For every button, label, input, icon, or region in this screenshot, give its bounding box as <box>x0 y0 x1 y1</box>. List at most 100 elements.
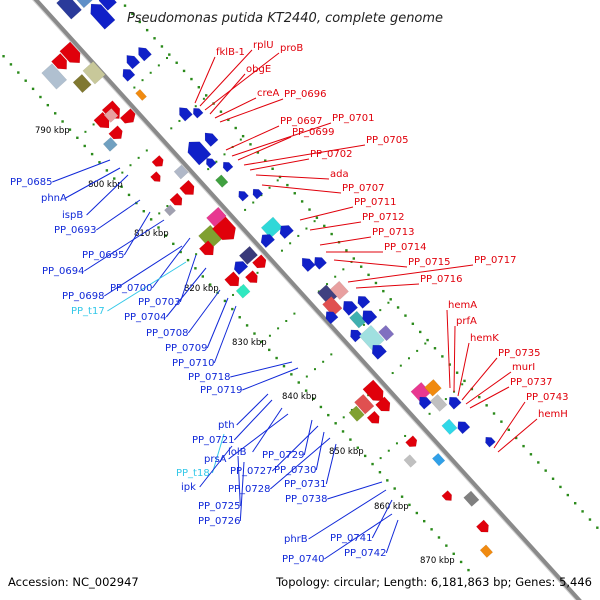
guide-dot <box>208 283 212 286</box>
tick-dot <box>330 353 333 356</box>
gene-block <box>164 204 176 217</box>
tick-dot <box>395 442 398 445</box>
tick-label: 870 kbp <box>420 556 455 566</box>
tick-dot <box>244 208 247 211</box>
tick-dot <box>166 205 169 208</box>
forward-gene-label: rplU <box>253 40 274 51</box>
forward-gene-label: PP_0743 <box>526 392 569 403</box>
reverse-gene-arrow <box>279 225 294 240</box>
forward-gene-label: PP_0712 <box>362 212 405 223</box>
gene-block <box>135 88 147 101</box>
tick-dot <box>207 168 210 171</box>
tick-dot <box>92 123 95 126</box>
guide-dot <box>389 298 392 301</box>
tick-dot <box>137 156 140 159</box>
reverse-gene-arrow <box>457 421 471 435</box>
forward-gene-arrow <box>179 179 195 195</box>
guide-dot <box>142 210 145 213</box>
reverse-gene-arrow <box>325 311 339 325</box>
forward-leader-line <box>465 371 512 405</box>
tick-label: 830 kbp <box>232 338 267 348</box>
guide-dot <box>492 412 496 415</box>
guide-dot <box>186 258 190 262</box>
reverse-leader-line <box>107 261 187 312</box>
guide-dot <box>245 324 249 327</box>
reverse-gene-arrow <box>179 107 193 122</box>
gene-block <box>348 405 365 422</box>
guide-dot <box>153 37 156 40</box>
forward-gene-arrow <box>198 240 214 256</box>
reverse-leader-line <box>230 361 293 378</box>
reverse-leader-line <box>385 519 399 554</box>
reverse-gene-label: PP_0741 <box>330 533 373 544</box>
reverse-gene-arrow <box>193 107 204 119</box>
reverse-gene-arrow <box>187 141 212 166</box>
guide-dot <box>46 103 50 107</box>
forward-leader-line <box>194 56 216 104</box>
tick-dot <box>129 164 132 167</box>
tick-dot <box>289 242 292 245</box>
forward-leader-line <box>333 259 408 268</box>
reverse-leader-line <box>52 159 111 183</box>
forward-gene-arrow <box>441 490 452 501</box>
reverse-gene-label: phnA <box>41 193 67 204</box>
guide-dot <box>190 77 193 81</box>
reverse-gene-label: PP_0730 <box>274 465 317 476</box>
tick-dot <box>276 179 279 182</box>
reverse-gene-label: PP_0698 <box>62 291 105 302</box>
guide-dot <box>54 112 57 115</box>
guide-dot <box>172 242 175 246</box>
guide-dot <box>359 265 363 268</box>
guide-dot <box>356 446 359 449</box>
forward-gene-label: creA <box>257 88 280 99</box>
gene-block <box>102 137 118 152</box>
forward-gene-label: PP_0735 <box>498 348 541 359</box>
reverse-gene-label: PP_0729 <box>262 450 305 461</box>
reverse-leader-line <box>239 461 245 522</box>
reverse-leader-line <box>242 367 299 391</box>
guide-dot <box>227 118 230 122</box>
gene-block <box>479 544 494 558</box>
map-title: Pseudomonas putida KT2440, complete geno… <box>127 11 443 26</box>
gene-block <box>424 379 442 397</box>
tick-dot <box>387 301 390 304</box>
guide-dot <box>127 193 131 197</box>
guide-dot <box>485 404 488 407</box>
guide-dot <box>378 471 382 474</box>
guide-dot <box>559 485 562 489</box>
reverse-gene-arrow <box>126 55 141 70</box>
guide-dot <box>297 381 300 384</box>
tick-dot <box>141 79 144 82</box>
genome-backbone-layer <box>32 0 582 600</box>
tick-dot <box>223 153 226 156</box>
guide-dot <box>76 136 79 139</box>
guide-dot <box>400 495 404 498</box>
gene-block <box>76 0 93 9</box>
forward-leader-line <box>457 342 470 397</box>
tick-dot <box>157 64 160 67</box>
tick-label: 850 kbp <box>329 447 364 457</box>
forward-gene-arrow <box>252 254 267 269</box>
reverse-gene-label: PP_0742 <box>344 548 387 559</box>
guide-dot <box>300 200 304 203</box>
reverse-leader-line <box>327 481 383 500</box>
reverse-gene-arrow <box>122 69 136 82</box>
guide-dot <box>234 126 237 130</box>
forward-gene-arrow <box>51 53 67 70</box>
tick-dot <box>407 357 410 360</box>
reverse-gene-arrow <box>90 3 116 30</box>
guide-dot <box>423 519 426 523</box>
tick-dot <box>293 312 296 315</box>
reverse-leader-line <box>84 219 165 272</box>
guide-dot <box>467 568 470 572</box>
guide-dot <box>433 347 437 350</box>
guide-dot <box>334 422 337 425</box>
reverse-leader-line <box>86 174 129 216</box>
tick-dot <box>178 119 181 122</box>
forward-gene-arrow <box>108 125 123 140</box>
guide-dot <box>145 28 149 32</box>
guide-dot <box>61 120 64 123</box>
tick-dot <box>424 342 427 345</box>
forward-leader-line <box>219 98 284 123</box>
gene-block <box>215 174 229 188</box>
